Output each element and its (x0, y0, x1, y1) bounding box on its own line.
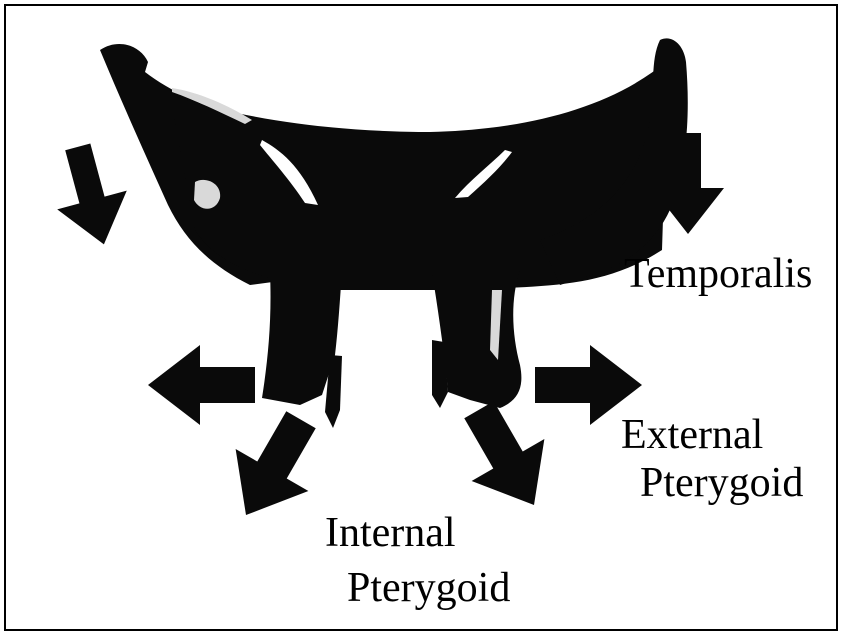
label-internal-line1: Internal (325, 512, 456, 554)
label-temporalis: Temporalis (624, 253, 812, 295)
internal-pterygoid-arrow-right (443, 389, 571, 526)
label-external-line1: External (621, 414, 763, 456)
internal-pterygoid-arrow-left (210, 399, 338, 536)
external-pterygoid-arrow-left (148, 345, 255, 425)
label-external-line2: Pterygoid (640, 462, 803, 504)
temporalis-arrow-left (43, 138, 139, 254)
label-internal-line2: Pterygoid (347, 567, 510, 609)
